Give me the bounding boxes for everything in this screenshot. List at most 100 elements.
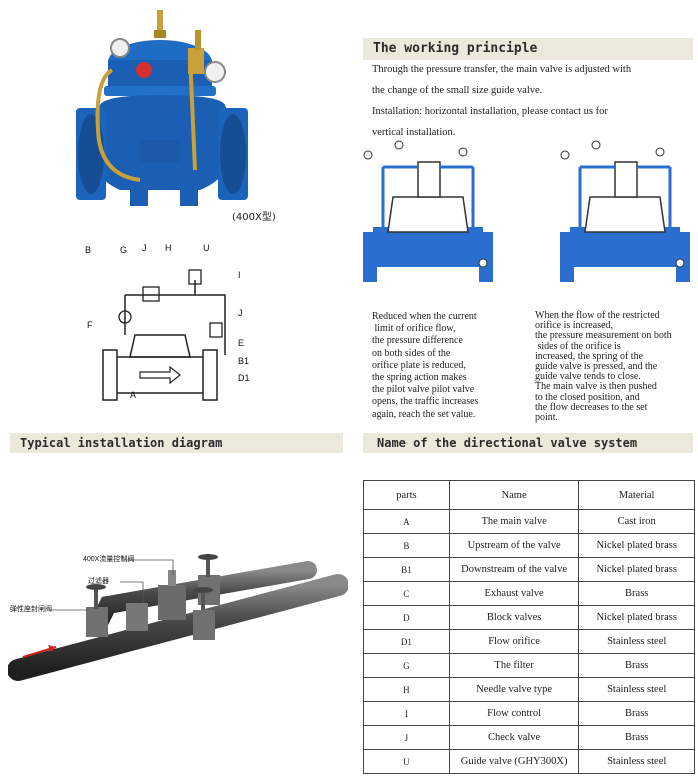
desc-increased-line: increased, the spring of the [535,350,644,362]
cell-part: D [363,605,450,630]
table-row: B Upstream of the valve Nickel plated br… [363,533,695,558]
table-row: U Guide valve (GHY300X) Stainless steel [363,749,695,774]
schematic-increased [560,137,690,287]
desc-reduced-line: Reduced when the current [372,311,477,322]
header-name: Name [448,480,580,510]
cell-name: Block valves [448,605,580,630]
desc-increased-line: The main valve is then pushed [535,381,657,393]
table-row: I Flow control Brass [363,701,695,726]
cell-name: The filter [448,653,580,678]
parts-table: parts Name Material A The main valve Cas… [363,480,695,774]
working-line-1: Through the pressure transfer, the main … [372,64,632,75]
desc-increased-line: to the closed position, and [535,391,640,403]
cell-material: Stainless steel [578,749,695,774]
line-diagram-svg [102,269,226,401]
desc-increased-line: guide valve is pressed, and the [535,361,658,373]
working-line-4: vertical installation. [372,127,456,138]
cell-material: Brass [578,701,695,726]
cell-name: Guide valve (GHY300X) [448,749,580,774]
desc-increased-line: sides of the orifice is [535,340,621,352]
desc-reduced-line: the spring action makes [372,372,467,384]
table-row: G The filter Brass [363,653,695,678]
label-D1: D1 [238,373,250,383]
desc-reduced-line: the pressure difference [372,335,463,347]
desc-increased-line: the flow decreases to the set [535,401,648,413]
label-F: F [87,320,93,330]
cell-name: The main valve [448,509,580,534]
desc-reduced-line: again, reach the set value. [372,408,476,420]
product-caption: (400X型) [232,212,276,223]
install-label-filter: 过滤器 [88,578,109,585]
installation-illustration: 400X流量控制阀 过滤器 弹性座封闸阀 [7,545,349,685]
cell-material: Brass [578,581,695,606]
cell-part: A [363,509,450,534]
cell-material: Cast iron [578,509,695,534]
table-row: D1 Flow orifice Stainless steel [363,629,695,654]
cell-name: Upstream of the valve [448,533,580,558]
label-B: B [85,245,92,255]
working-line-2: the change of the small size guide valve… [372,85,543,96]
desc-reduced-line: orifice plate is reduced, [372,359,466,371]
cell-part: H [363,677,450,702]
working-principle-banner: The working principle [363,38,693,60]
cell-material: Nickel plated brass [578,605,695,630]
table-header-row: parts Name Material [363,480,695,510]
cell-part: I [363,701,450,726]
installation-heading: Typical installation diagram [20,436,223,450]
installation-banner: Typical installation diagram [10,433,343,453]
label-G: G [120,245,128,255]
desc-increased-line: the pressure measurement on both [535,330,672,342]
label-B1: B1 [238,356,250,366]
working-principle-heading: The working principle [373,41,538,56]
cell-name: Needle valve type [448,677,580,702]
system-banner: Name of the directional valve system [363,433,693,453]
desc-reduced-line: opens, the traffic increases [372,396,479,408]
table-row: C Exhaust valve Brass [363,581,695,606]
cell-material: Stainless steel [578,629,695,654]
cell-name: Flow orifice [448,629,580,654]
desc-reduced-line: on both sides of the [372,347,451,359]
desc-increased-line: orifice is increased, [535,320,614,332]
working-line-3: Installation: horizontal installation, p… [372,106,608,117]
header-material: Material [578,480,695,510]
system-heading: Name of the directional valve system [377,436,638,450]
cell-material: Nickel plated brass [578,557,695,582]
cell-part: G [363,653,450,678]
cell-part: B [363,533,450,558]
label-E: E [238,338,245,348]
label-U: U [203,243,210,253]
table-row: A The main valve Cast iron [363,509,695,534]
cell-material: Brass [578,653,695,678]
desc-increased-line: point. [535,412,559,424]
table-row: H Needle valve type Stainless steel [363,677,695,702]
cell-name: Check valve [448,725,580,750]
table-row: D Block valves Nickel plated brass [363,605,695,630]
label-I: I [238,270,241,280]
label-A: A [130,390,137,400]
desc-increased-line: When the flow of the restricted [535,310,660,321]
cell-name: Exhaust valve [448,581,580,606]
line-diagram: B G J H U I F J E B1 D1 A [75,235,265,405]
cell-material: Brass [578,725,695,750]
cell-part: B1 [363,557,450,582]
working-principle-text: Through the pressure transfer, the main … [372,64,692,148]
cell-part: U [363,749,450,774]
desc-increased: When the flow of the restricted orifice … [535,310,695,424]
table-row: B1 Downstream of the valve Nickel plated… [363,557,695,582]
header-parts: parts [363,480,450,510]
table-row: J Check valve Brass [363,725,695,750]
product-photo [60,10,290,215]
cell-name: Flow control [448,701,580,726]
schematic-reduced [363,137,493,287]
desc-reduced: Reduced when the current limit of orific… [372,311,532,421]
parts-table-wrap: parts Name Material A The main valve Cas… [363,480,695,774]
desc-increased-line: guide valve tends to close. [535,371,641,383]
cell-part: J [363,725,450,750]
cell-material: Nickel plated brass [578,533,695,558]
cell-material: Stainless steel [578,677,695,702]
install-label-gate: 弹性座封闸阀 [10,606,52,613]
label-J: J [142,243,147,253]
cell-part: D1 [363,629,450,654]
label-H: H [165,243,172,253]
desc-reduced-line: limit of orifice flow, [372,323,456,335]
